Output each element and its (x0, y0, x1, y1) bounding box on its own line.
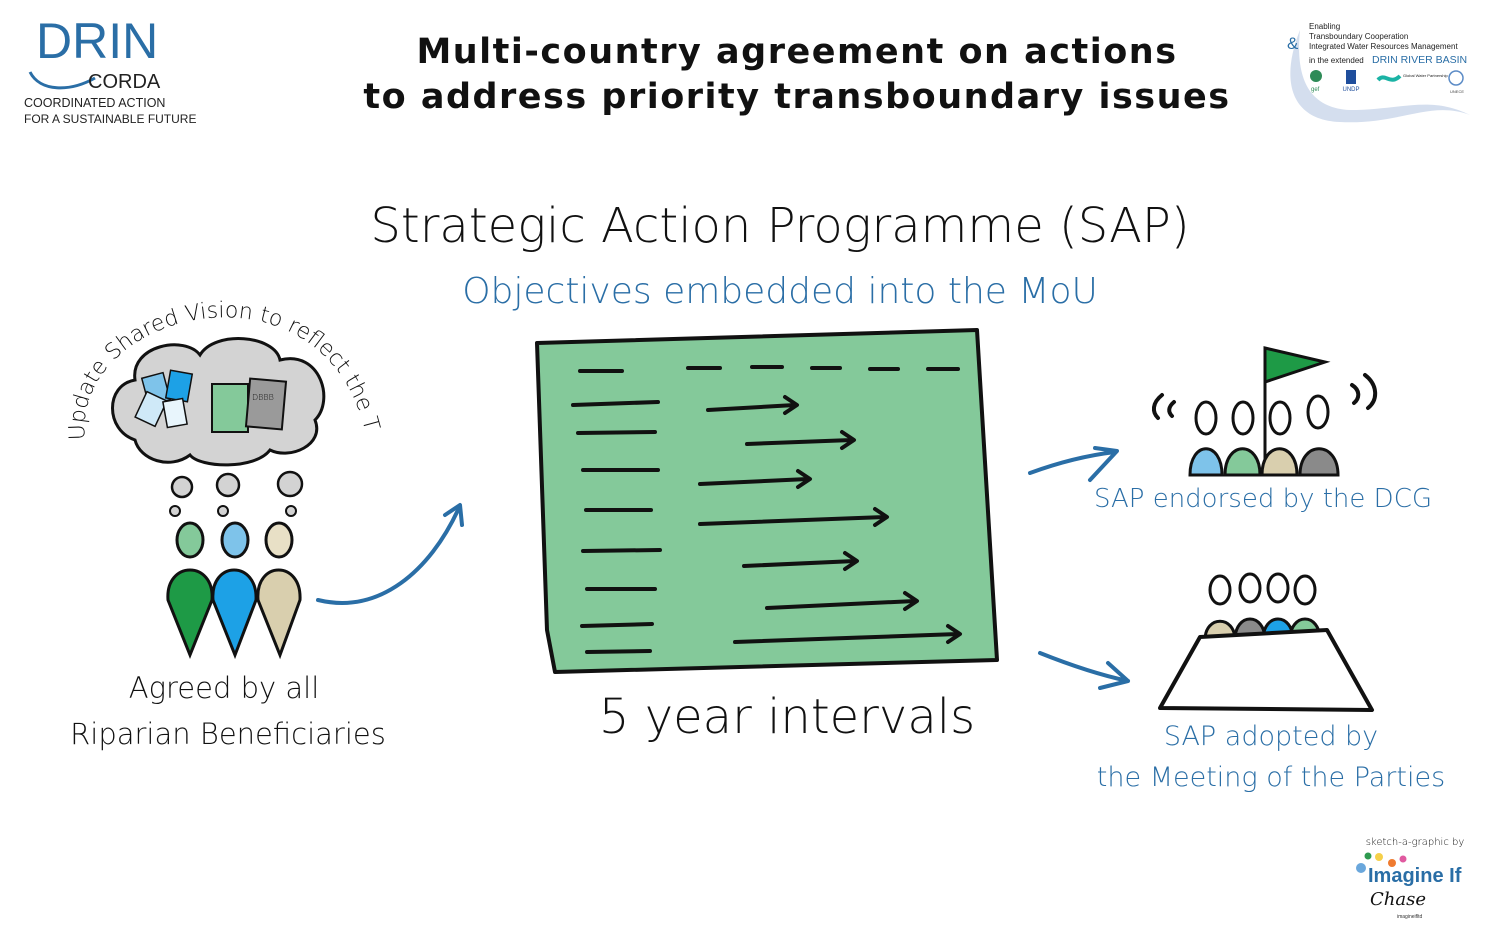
undp-logo-icon (1346, 70, 1356, 84)
arrowhead-icon (443, 503, 464, 527)
drin-basin-logo: Enabling & Transboundary Cooperation Int… (1287, 22, 1470, 123)
logo-line-3: Integrated Water Resources Management (1309, 42, 1458, 51)
agreed-caption-2: Riparian Beneficiaries (70, 717, 386, 751)
adopted-caption-1: SAP adopted by (1164, 721, 1378, 752)
intervals-label: 5 year intervals (599, 689, 975, 745)
sap-board (535, 328, 999, 674)
green-document-icon (211, 383, 249, 433)
credit-signature: Chase (1370, 889, 1426, 910)
logo-line-1: Enabling (1309, 22, 1340, 31)
gwp-logo-icon (1376, 74, 1402, 82)
meeting-table-illustration (1158, 572, 1374, 712)
drin-corda-logo: DRIN CORDA COORDINATED ACTION FOR A SUST… (24, 13, 196, 126)
partner-unece: UNECE (1450, 89, 1464, 94)
paper-icon (164, 369, 194, 403)
arrow-icon (1038, 651, 1130, 690)
arrow-icon (1028, 446, 1119, 482)
arrow-icon (316, 508, 460, 605)
sap-subheading: Objectives embedded into the MoU (462, 271, 1098, 312)
title-line-1: Multi-country agreement on actions (416, 32, 1177, 72)
doc-label: DBBB (252, 393, 274, 402)
credit-logo: sketch-a-graphic by Imagine If Chase ima… (1356, 837, 1464, 920)
flag-icon (1263, 346, 1331, 385)
credit-sub: imagineifltd (1397, 914, 1423, 920)
sap-heading: Strategic Action Programme (SAP) (370, 198, 1189, 254)
logo-corda: CORDA (88, 71, 161, 93)
paper-icon (162, 397, 188, 429)
partner-gwp: Global Water Partnership (1403, 73, 1449, 78)
logo-amp: & (1287, 34, 1299, 53)
riparian-people (166, 521, 302, 660)
logo-line-4: in the extended (1309, 56, 1364, 65)
un-logo-icon (1448, 70, 1464, 86)
adopted-caption-2: the Meeting of the Parties (1097, 762, 1445, 793)
dcg-group-illustration (1151, 346, 1378, 477)
credit-brand: Imagine If (1368, 865, 1462, 887)
logo-line-2: Transboundary Cooperation (1309, 32, 1408, 41)
title-line-2: to address priority transboundary issues (363, 77, 1230, 117)
thought-cloud: DBBB (111, 337, 326, 517)
logo-tagline-2: FOR A SUSTAINABLE FUTURE (24, 112, 196, 126)
logo-drin: DRIN (36, 13, 158, 69)
grey-document-icon (244, 377, 288, 431)
credit-label: sketch-a-graphic by (1366, 837, 1465, 848)
logo-tagline-1: COORDINATED ACTION (24, 96, 165, 110)
partner-gef: gef (1311, 87, 1320, 93)
partner-undp: UNDP (1342, 87, 1359, 93)
gef-logo-icon (1310, 70, 1322, 82)
paper-icon (134, 390, 168, 428)
logo-basin: DRIN RIVER BASIN (1372, 54, 1467, 66)
agreed-caption-1: Agreed by all (129, 671, 320, 705)
endorsed-caption: SAP endorsed by the DCG (1094, 484, 1432, 514)
